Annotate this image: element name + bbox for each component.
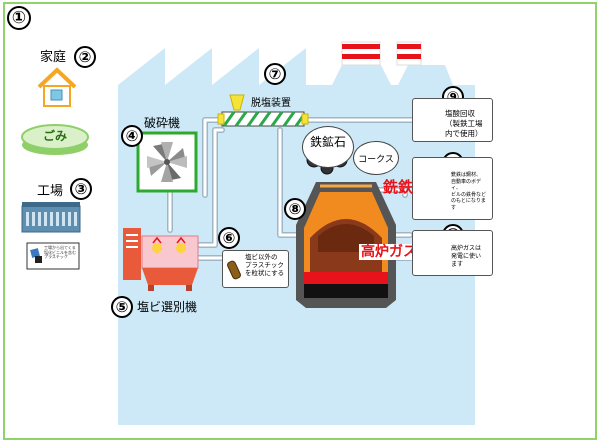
factory-plastic-card [26,242,80,270]
dechlorinator-label: 脱塩装置 [251,98,291,109]
gas-use-line: ます [451,260,464,268]
granulate-line: を粒状にする [245,269,285,278]
iron-line: す [451,204,457,211]
home-number: ② [74,46,96,68]
separator-label: 塩ビ選別機 [137,300,198,314]
pellet-icon [227,260,241,280]
granulate-note: 塩ビ以外の プラスチック を粒状にする [222,250,289,288]
granulate-line: 塩ビ以外の [245,253,278,261]
iron-line: 自動車のボディ、 [451,178,482,192]
iron-note: 銑鉄は鋼材、 自動車のボディ、 ビルの鉄骨など のもとになりま す [412,157,493,220]
chimney-left [341,41,381,66]
factory-card-line: 塩化ビニルを含む [44,249,76,255]
dechlorinator-conveyor [217,94,309,127]
blast-furnace-gas-label: 高炉ガス [359,244,419,260]
iron-line: 銑鉄は鋼材、 [451,172,482,178]
hcl-line: 塩酸回収 [445,109,475,118]
crusher-label: 破砕機 [144,116,181,130]
gas-use-note: 高炉ガスは 発電に使い ます [412,230,493,276]
gas-use-line: 発電に使い [451,252,482,260]
trash-icon [21,124,89,155]
house-icon [37,67,77,107]
factory-label: 工場 [37,184,64,199]
factory-card-line: プラスチック [44,254,68,260]
separator-number: ⑤ [111,296,133,318]
factory-building-icon [21,202,81,233]
granulate-number: ⑥ [218,227,240,249]
factory-card-line: 工場から出てくる [44,245,76,250]
gas-use-line: 高炉ガスは [451,245,482,252]
hcl-line: （製鉄工場 [445,118,483,128]
iron-line: のもとになりま [451,198,486,204]
granulate-line: プラスチック [245,261,284,270]
coke-label: コークス [358,154,394,165]
separator-machine [123,228,199,291]
iron-ore-label: 鉄鉱石 [309,135,346,149]
hcl-line: 内で使用） [445,128,483,138]
trash-label: ごみ [43,129,68,143]
coke-bubble: コークス [353,141,399,175]
iron-ore-bubble: 鉄鉱石 [302,126,354,168]
diagram-number-1: ① [7,6,31,30]
dechlorinator-number: ⑦ [264,63,286,85]
iron-label: 銑鉄 [383,178,414,196]
iron-line: ビルの鉄骨など [451,191,487,198]
chimney-right [396,41,422,66]
crusher-number: ④ [121,125,143,147]
factory-card-text: 工場から出てくる 塩化ビニルを含む プラスチック [44,245,76,260]
home-label: 家庭 [40,50,67,65]
factory-number: ③ [70,178,92,200]
hcl-recovery-note: 塩酸回収 （製鉄工場 内で使用） [412,98,493,142]
blast-furnace [296,182,396,308]
blast-furnace-number: ⑧ [284,198,306,220]
crusher-icon [136,131,198,193]
